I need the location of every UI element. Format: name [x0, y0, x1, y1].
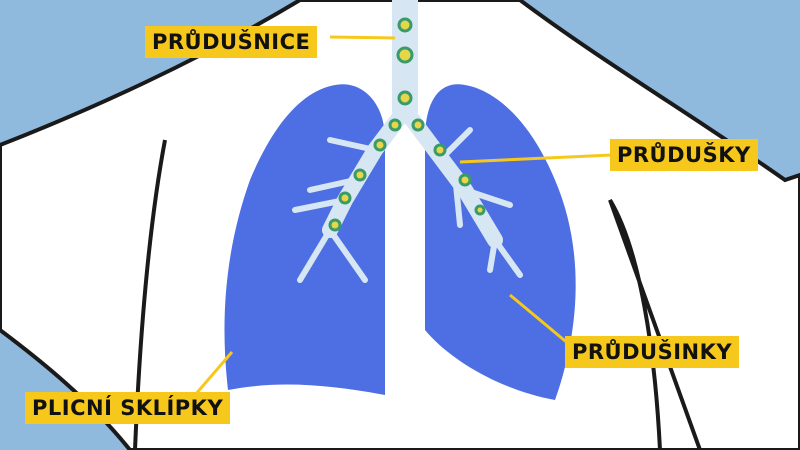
label-trachea: PRŮDUŠNICE	[145, 26, 318, 58]
leader-lines	[193, 35, 613, 396]
label-alveoli: PLICNÍ SKLÍPKY	[25, 392, 231, 424]
label-bronchi: PRŮDUŠKY	[610, 139, 758, 171]
left-lung	[224, 84, 385, 395]
alveoli-dots	[328, 17, 486, 232]
label-bronchioles: PRŮDUŠINKY	[565, 336, 740, 368]
